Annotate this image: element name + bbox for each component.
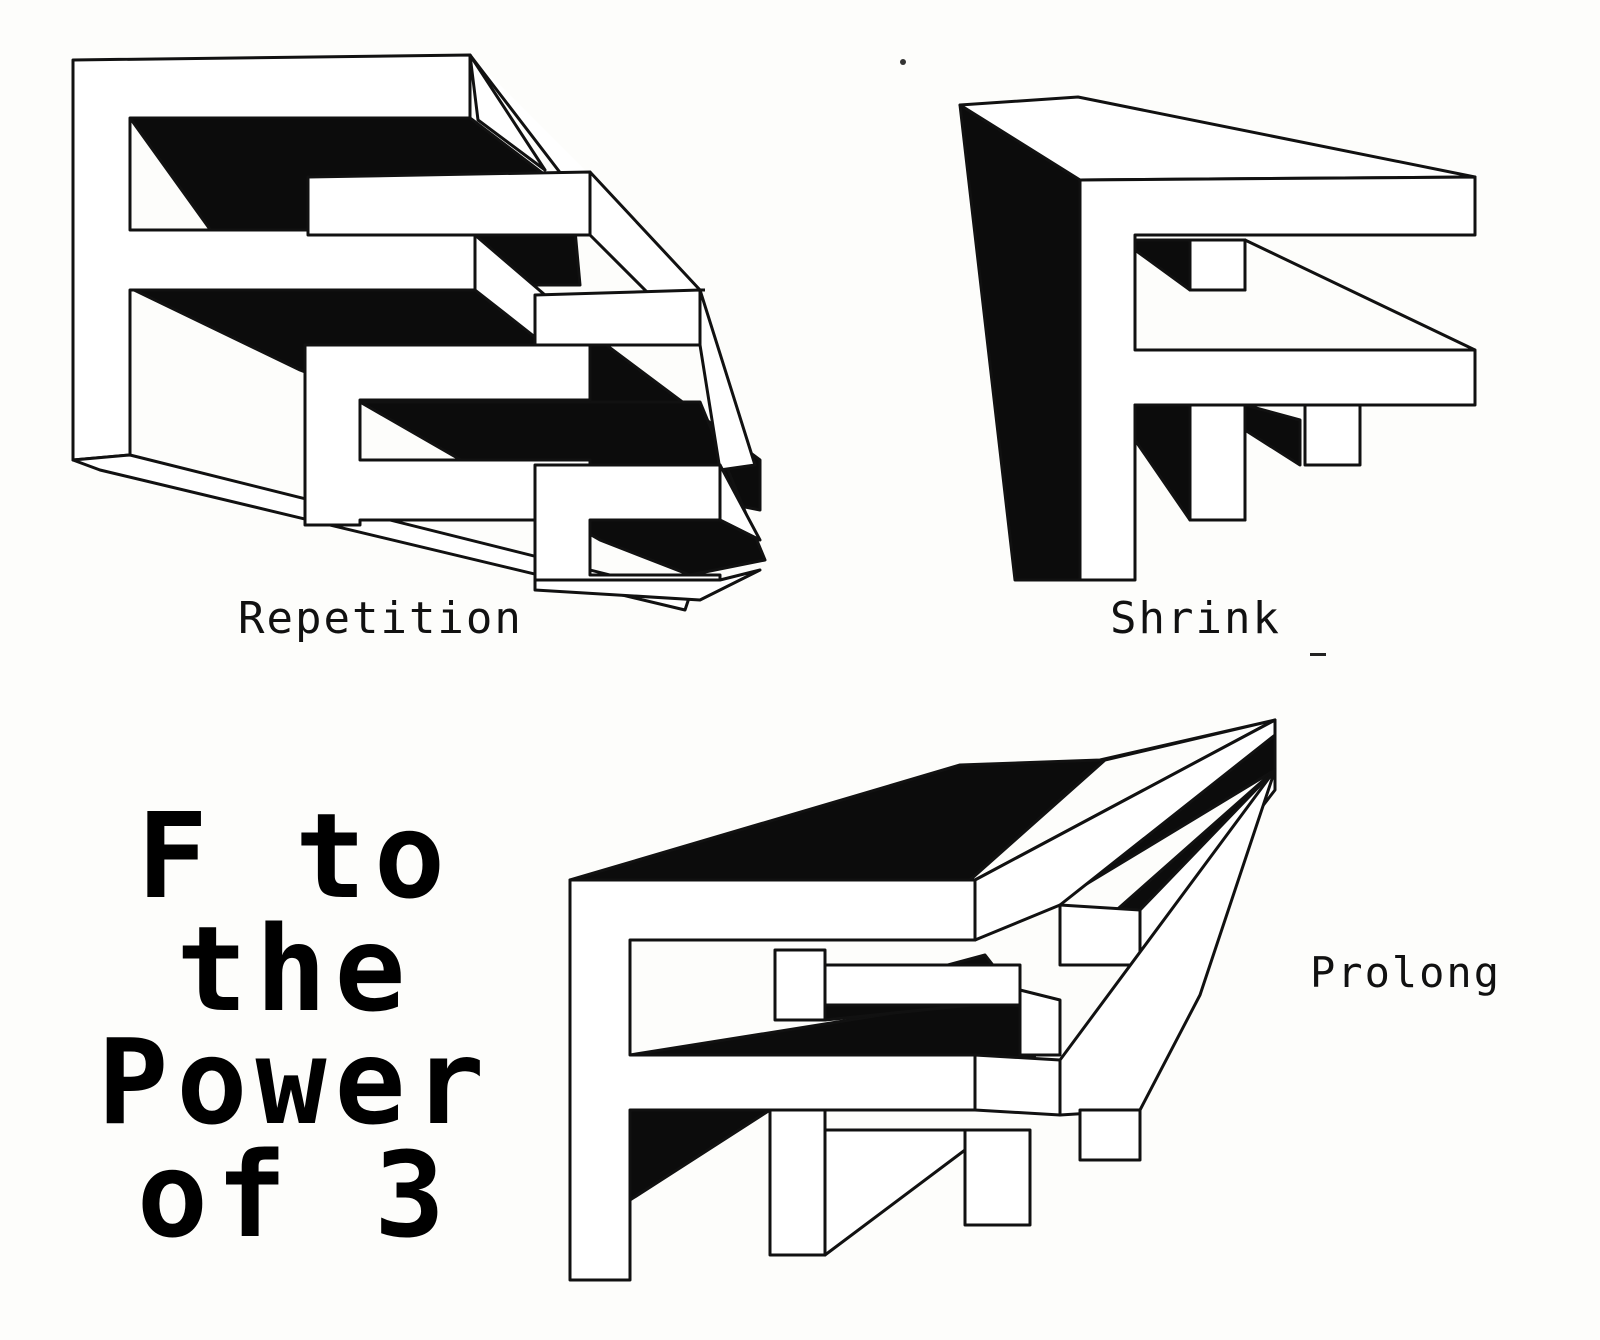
repetition-outer-side xyxy=(468,53,547,172)
prolong-lower-shade xyxy=(628,1108,772,1202)
prolong-mid-arm xyxy=(823,963,1022,1007)
stray-mark xyxy=(900,59,906,65)
title-block: F to the Power of 3 xyxy=(95,787,495,1264)
prolong-arm-top2 xyxy=(1058,903,1142,967)
repetition-drawing xyxy=(71,53,767,612)
shrink-f xyxy=(1078,175,1477,582)
label-shrink: Shrink xyxy=(1110,593,1281,644)
label-repetition: Repetition xyxy=(238,593,523,644)
prolong-leg1-face xyxy=(823,1128,967,1257)
label-prolong: Prolong xyxy=(1310,948,1502,997)
prolong-arm-low3 xyxy=(1078,1108,1142,1162)
shrink-diagonal xyxy=(1244,238,1476,352)
prolong-arm-low2 xyxy=(1058,768,1277,1117)
repetition-middle-f xyxy=(303,343,592,527)
shrink-side-shade xyxy=(958,103,1082,582)
shrink-stub1 xyxy=(1188,238,1247,292)
prolong-arm-top xyxy=(973,718,1277,942)
stray-mark xyxy=(1310,653,1326,656)
title-line: of 3 xyxy=(136,1126,454,1264)
prolong-mid-stub xyxy=(773,948,827,1022)
repetition-inner-side xyxy=(718,463,762,542)
prolong-leg1 xyxy=(768,1108,827,1257)
title-line: F to xyxy=(136,787,454,925)
repetition-middle-arm2 xyxy=(533,288,702,347)
repetition-middle-top xyxy=(306,170,592,237)
prolong-arm-low xyxy=(973,1053,1062,1117)
title-line: the xyxy=(176,900,414,1038)
title-line: Power xyxy=(97,1013,493,1151)
repetition-inner-base xyxy=(533,568,762,602)
prolong-drawing xyxy=(568,718,1277,1282)
shrink-leg1 xyxy=(1188,403,1247,522)
shrink-leg2 xyxy=(1303,403,1362,467)
shrink-drawing xyxy=(958,95,1477,582)
prolong-leg2 xyxy=(963,1128,1032,1227)
prolong-mid-arm2 xyxy=(1018,988,1062,1057)
